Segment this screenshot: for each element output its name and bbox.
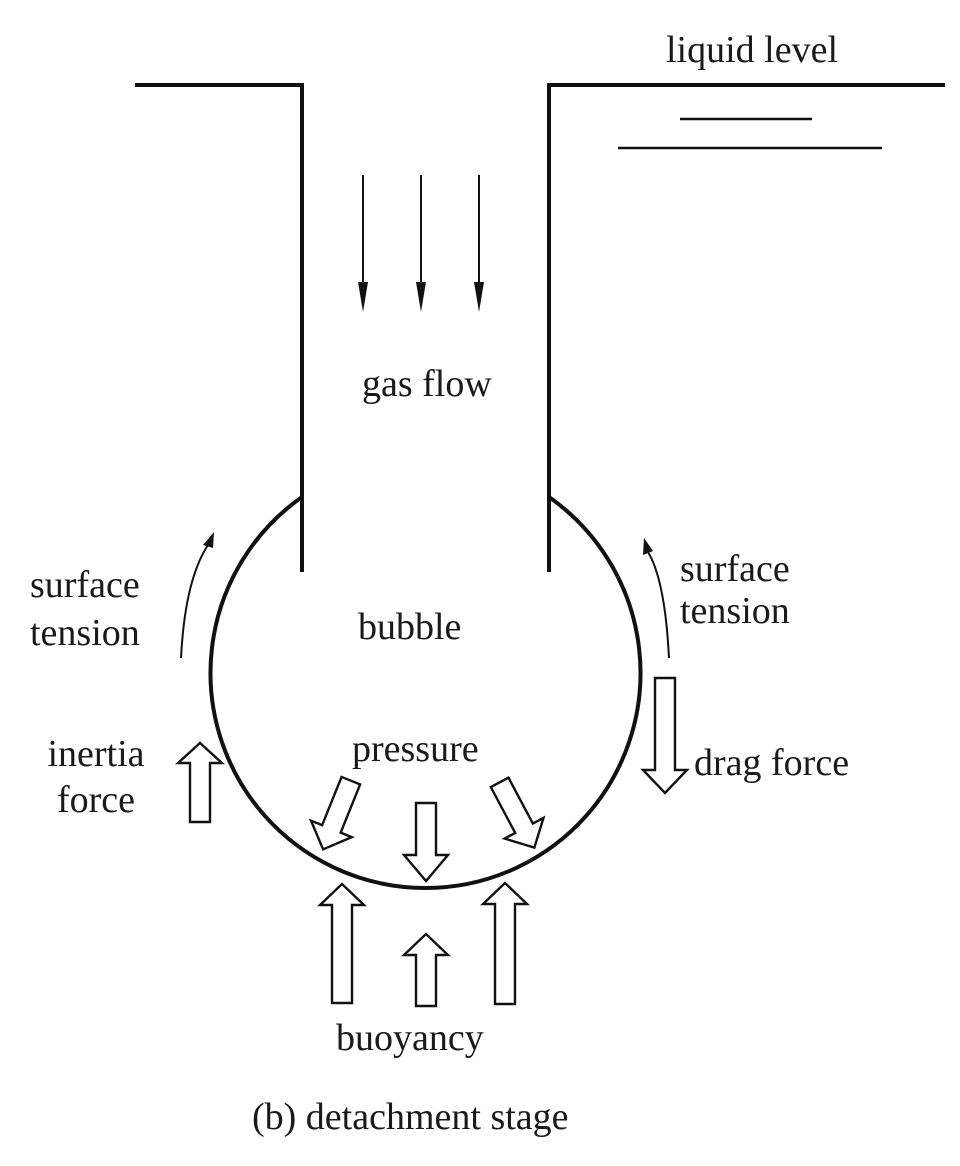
drag-force-label: drag force — [694, 742, 850, 784]
surface-tension-right-label-line1: surface — [680, 548, 790, 590]
gas-flow-arrow — [474, 175, 484, 312]
buoyancy-arrow-right — [480, 881, 530, 1006]
gas-flow-label: gas flow — [362, 363, 492, 405]
buoyancy-arrows — [317, 881, 530, 1008]
bubble-outline — [208, 495, 643, 890]
pressure-arrow-center — [401, 801, 451, 883]
surface-tension-left-label-line2: tension — [30, 612, 140, 654]
gas-flow-arrows — [358, 175, 484, 312]
surface-tension-right-label-line2: tension — [680, 590, 790, 632]
pressure-arrow-left — [308, 775, 362, 851]
buoyancy-arrow-center — [401, 932, 451, 1008]
inertia-force-label-line2: force — [56, 779, 136, 821]
surface-tension-arrow-left — [180, 532, 214, 659]
bubble-label: bubble — [358, 606, 462, 648]
buoyancy-arrow-left — [317, 882, 367, 1005]
pressure-label: pressure — [352, 728, 479, 770]
left-wall-and-nozzle-edge — [135, 83, 304, 572]
drag-force-arrow — [640, 676, 690, 795]
figure-caption: (b) detachment stage — [252, 1096, 569, 1138]
surface-tension-arrow-right — [643, 538, 670, 659]
right-wall-and-nozzle-edge — [547, 83, 945, 572]
buoyancy-label: buoyancy — [336, 1017, 484, 1059]
surface-tension-left-label-line1: surface — [30, 564, 140, 606]
liquid-level-label: liquid level — [666, 29, 839, 71]
pressure-arrows — [308, 775, 546, 883]
pressure-arrow-right — [489, 776, 546, 850]
inertia-force-label-line1: inertia — [47, 733, 145, 775]
inertia-force-arrow — [174, 741, 226, 824]
gas-flow-arrow — [416, 175, 426, 312]
gas-flow-arrow — [358, 175, 368, 312]
